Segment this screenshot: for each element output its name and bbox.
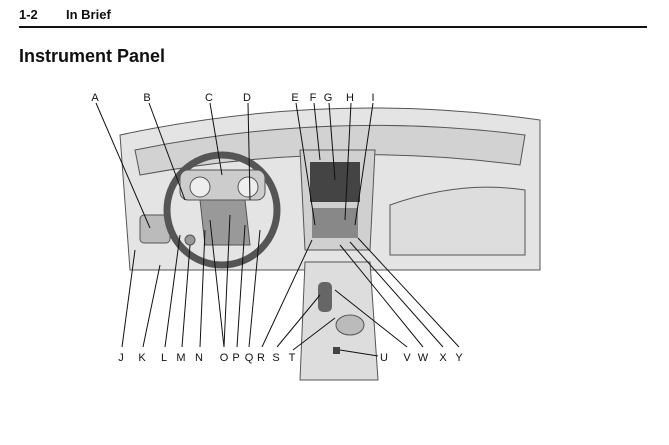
callout-K: K bbox=[138, 352, 146, 364]
callout-Q: Q bbox=[245, 352, 254, 364]
callout-R: R bbox=[257, 352, 265, 364]
callout-P: P bbox=[232, 352, 239, 364]
callout-W: W bbox=[418, 352, 429, 364]
glovebox bbox=[389, 186, 526, 256]
callout-T: T bbox=[289, 352, 296, 364]
callout-H: H bbox=[346, 92, 354, 104]
display-screen bbox=[310, 162, 360, 202]
callout-C: C bbox=[205, 92, 213, 104]
callout-Y: Y bbox=[455, 352, 463, 364]
shifter bbox=[318, 282, 332, 312]
callout-E: E bbox=[291, 92, 298, 104]
top-leader-lines bbox=[95, 102, 374, 229]
steering-wheel bbox=[163, 151, 281, 269]
callout-I: I bbox=[371, 92, 374, 104]
callout-O: O bbox=[220, 352, 229, 364]
gauge-left bbox=[189, 176, 211, 198]
callout-V: V bbox=[403, 352, 411, 364]
aux-jack bbox=[333, 347, 340, 354]
callout-B: B bbox=[143, 92, 150, 104]
callout-J: J bbox=[118, 352, 124, 364]
section-title: In Brief bbox=[66, 7, 111, 22]
callout-D: D bbox=[243, 92, 251, 104]
gauge-right bbox=[237, 176, 259, 198]
callout-F: F bbox=[310, 92, 317, 104]
callout-G: G bbox=[324, 92, 333, 104]
bottom-leader-lines bbox=[121, 214, 460, 357]
callout-S: S bbox=[272, 352, 279, 364]
cupholder bbox=[335, 314, 365, 336]
callout-M: M bbox=[176, 352, 185, 364]
page-title: Instrument Panel bbox=[19, 46, 166, 66]
page-header: 1-2 In Brief bbox=[19, 7, 111, 22]
callout-L: L bbox=[161, 352, 167, 364]
callout-X: X bbox=[439, 352, 447, 364]
bottom-callouts: J K L M N O P Q R S T U V W X Y bbox=[118, 352, 463, 364]
page-number: 1-2 bbox=[19, 7, 38, 22]
callout-N: N bbox=[195, 352, 203, 364]
callout-A: A bbox=[91, 92, 99, 104]
callout-U: U bbox=[380, 352, 388, 364]
header-rule bbox=[19, 26, 647, 28]
top-callouts: A B C D E F G H I bbox=[91, 92, 374, 104]
steering-hub bbox=[199, 199, 251, 246]
ignition bbox=[184, 234, 196, 246]
climate-controls bbox=[312, 208, 358, 238]
